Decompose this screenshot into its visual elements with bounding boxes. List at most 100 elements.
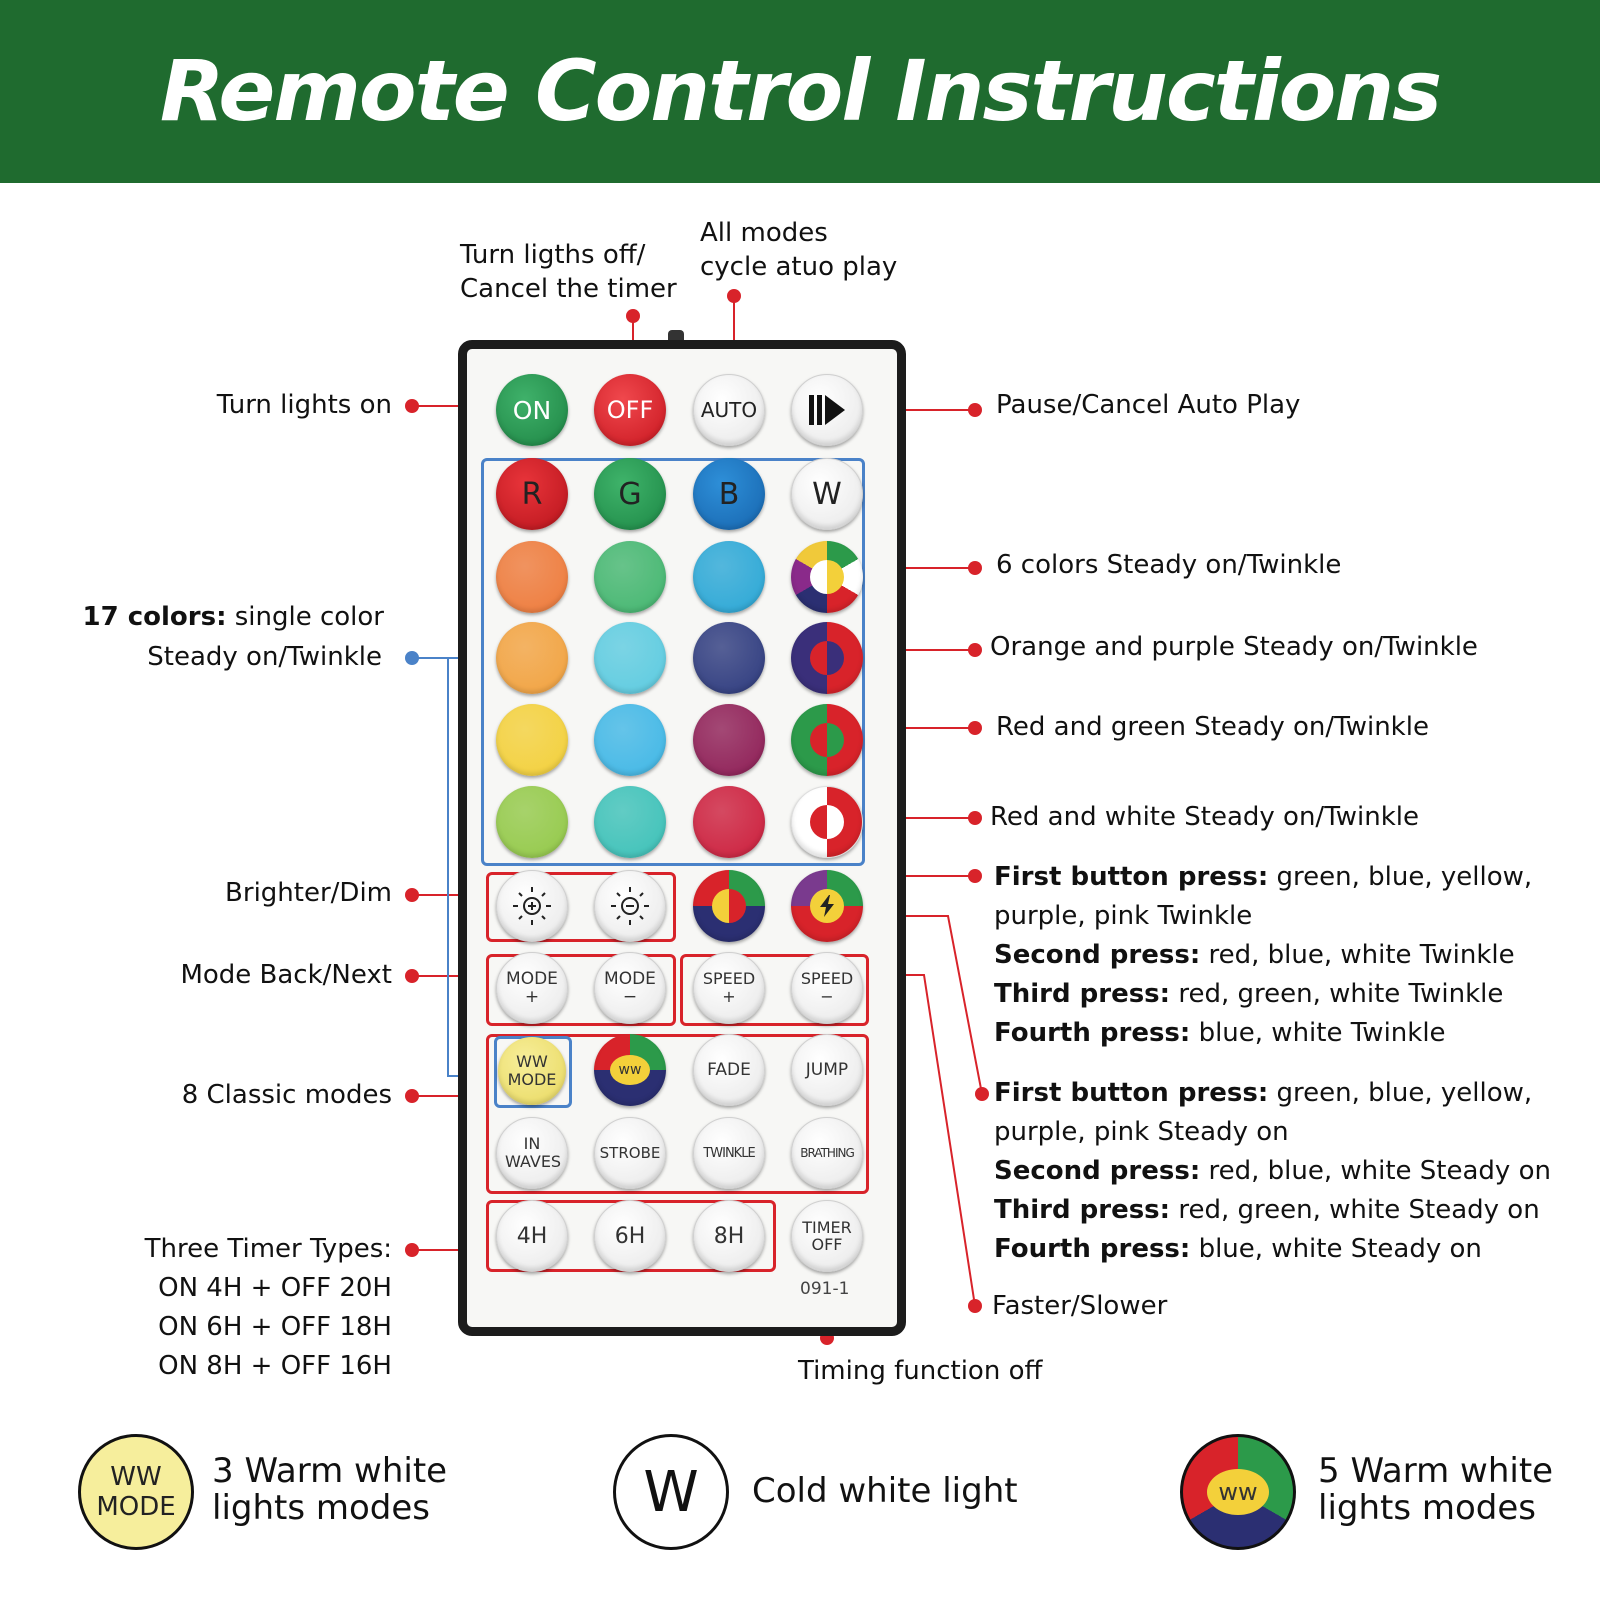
color-swatch-button[interactable] xyxy=(496,704,568,776)
speed-plus-button[interactable]: SPEED + xyxy=(693,952,765,1024)
in-waves-label: IN WAVES xyxy=(505,1134,562,1171)
twinkle-line-1: First button press: green, blue, yellow, xyxy=(994,858,1532,897)
timer-types-line1: Three Timer Types: xyxy=(144,1234,392,1264)
fade-button[interactable]: FADE xyxy=(693,1034,765,1106)
faster-slower-label: Faster/Slower xyxy=(992,1291,1168,1321)
ww-label: ww xyxy=(618,1062,642,1078)
colors17-label-line1: 17 colors: single color xyxy=(82,598,384,637)
steady-line-5: Fourth press: blue, white Steady on xyxy=(994,1230,1482,1269)
jump-label: JUMP xyxy=(805,1060,849,1080)
red-button[interactable]: R xyxy=(496,458,568,530)
legend-ww-desc-2: lights modes xyxy=(1318,1488,1537,1528)
off-button[interactable]: OFF xyxy=(594,374,666,446)
lightning-icon xyxy=(820,895,834,917)
orange-purple-button[interactable] xyxy=(791,622,863,694)
remote-nub xyxy=(668,330,684,340)
timer-6h-button[interactable]: 6H xyxy=(594,1200,666,1272)
twinkle-button[interactable]: TWINKLE xyxy=(693,1117,765,1189)
twinkle-line-3-bold: Second press: xyxy=(994,940,1201,970)
color-swatch-button[interactable] xyxy=(594,786,666,858)
steady-line-5-bold: Fourth press: xyxy=(994,1234,1191,1264)
twinkle-multi-center xyxy=(712,889,746,923)
six-colors-button[interactable] xyxy=(791,541,863,613)
ww-mode-label: WW MODE xyxy=(507,1052,557,1089)
on-button[interactable]: ON xyxy=(496,374,568,446)
red-white-button[interactable] xyxy=(791,786,863,858)
legend-ww-icon: ww xyxy=(1180,1434,1296,1550)
steady-line-1: First button press: green, blue, yellow, xyxy=(994,1074,1532,1113)
color-swatch-button[interactable] xyxy=(496,541,568,613)
color-swatch-button[interactable] xyxy=(693,786,765,858)
in-waves-button[interactable]: IN WAVES xyxy=(496,1117,568,1189)
brathing-button[interactable]: BRATHING xyxy=(791,1117,863,1189)
brighter-button[interactable] xyxy=(496,870,568,942)
turn-off-label-line2: Cancel the timer xyxy=(460,274,677,304)
ww-button[interactable]: ww xyxy=(594,1034,666,1106)
twinkle-line-4: Third press: red, green, white Twinkle xyxy=(994,975,1503,1014)
green-button[interactable]: G xyxy=(594,458,666,530)
header-banner: Remote Control Instructions xyxy=(0,0,1600,183)
red-green-label: Red and green Steady on/Twinkle xyxy=(996,712,1429,742)
color-swatch-button[interactable] xyxy=(693,622,765,694)
white-button[interactable]: W xyxy=(791,458,863,530)
colors17-label-rest: single color xyxy=(226,602,384,632)
speed-minus-button[interactable]: SPEED − xyxy=(791,952,863,1024)
color-swatch-button[interactable] xyxy=(594,704,666,776)
ww-mode-button[interactable]: WW MODE xyxy=(498,1037,566,1105)
brathing-label: BRATHING xyxy=(800,1146,855,1160)
steady-line-3-bold: Second press: xyxy=(994,1156,1201,1186)
legend-ww-mode-icon: WW MODE xyxy=(78,1434,194,1550)
classic-modes-group-box xyxy=(486,1034,869,1194)
steady-line-1-bold: First button press: xyxy=(994,1078,1269,1108)
jump-button[interactable]: JUMP xyxy=(791,1034,863,1106)
speed-plus-label: SPEED + xyxy=(702,969,756,1006)
strobe-label: STROBE xyxy=(599,1144,661,1162)
steady-multi-button[interactable] xyxy=(791,870,863,942)
color-swatch-button[interactable] xyxy=(496,786,568,858)
classic-modes-label: 8 Classic modes xyxy=(181,1080,392,1110)
twinkle-line-1-text: green, blue, yellow, xyxy=(1268,862,1533,892)
steady-line-3: Second press: red, blue, white Steady on xyxy=(994,1152,1551,1191)
legend-ww-desc-1: 5 Warm white xyxy=(1318,1451,1554,1491)
color-swatch-button[interactable] xyxy=(594,622,666,694)
twinkle-line-2-text: purple, pink Twinkle xyxy=(994,901,1253,931)
six-colors-label: 6 colors Steady on/Twinkle xyxy=(996,550,1342,580)
twinkle-label: TWINKLE xyxy=(703,1145,755,1161)
legend-ww-mode-desc-1: 3 Warm white xyxy=(212,1451,448,1491)
page-title: Remote Control Instructions xyxy=(159,42,1442,140)
dim-button[interactable] xyxy=(594,870,666,942)
timer-off-button[interactable]: TIMER OFF xyxy=(791,1200,863,1272)
brightness-down-icon xyxy=(611,887,649,925)
red-button-label: R xyxy=(521,476,543,512)
twinkle-multi-button[interactable] xyxy=(693,870,765,942)
ww-center: ww xyxy=(610,1055,650,1085)
pause-button[interactable] xyxy=(791,374,863,446)
on-button-label: ON xyxy=(512,395,552,425)
twinkle-line-2: purple, pink Twinkle xyxy=(994,897,1252,936)
color-swatch-button[interactable] xyxy=(496,622,568,694)
timer-types-line2: ON 4H + OFF 20H xyxy=(158,1273,392,1303)
color-swatch-button[interactable] xyxy=(693,704,765,776)
mode-plus-button[interactable]: MODE + xyxy=(496,952,568,1024)
twinkle-line-5: Fourth press: blue, white Twinkle xyxy=(994,1014,1446,1053)
steady-line-4-bold: Third press: xyxy=(994,1195,1171,1225)
timer-8h-button[interactable]: 8H xyxy=(693,1200,765,1272)
steady-line-2: purple, pink Steady on xyxy=(994,1113,1289,1152)
twinkle-line-5-text: blue, white Twinkle xyxy=(1190,1018,1446,1048)
red-green-button[interactable] xyxy=(791,704,863,776)
color-swatch-button[interactable] xyxy=(594,541,666,613)
auto-button[interactable]: AUTO xyxy=(693,374,765,446)
speed-minus-label: SPEED − xyxy=(800,969,854,1006)
timer-4h-button[interactable]: 4H xyxy=(496,1200,568,1272)
blue-button[interactable]: B xyxy=(693,458,765,530)
legend-ww-center: ww xyxy=(1207,1469,1269,1515)
twinkle-line-4-bold: Third press: xyxy=(994,979,1171,1009)
six-colors-center xyxy=(810,560,844,594)
mode-minus-button[interactable]: MODE − xyxy=(594,952,666,1024)
twinkle-line-1-bold: First button press: xyxy=(994,862,1269,892)
color-swatch-button[interactable] xyxy=(693,541,765,613)
timer-6h-label: 6H xyxy=(614,1223,646,1249)
legend-ww-mode-desc-2: lights modes xyxy=(212,1488,431,1528)
off-button-label: OFF xyxy=(606,396,654,424)
strobe-button[interactable]: STROBE xyxy=(594,1117,666,1189)
